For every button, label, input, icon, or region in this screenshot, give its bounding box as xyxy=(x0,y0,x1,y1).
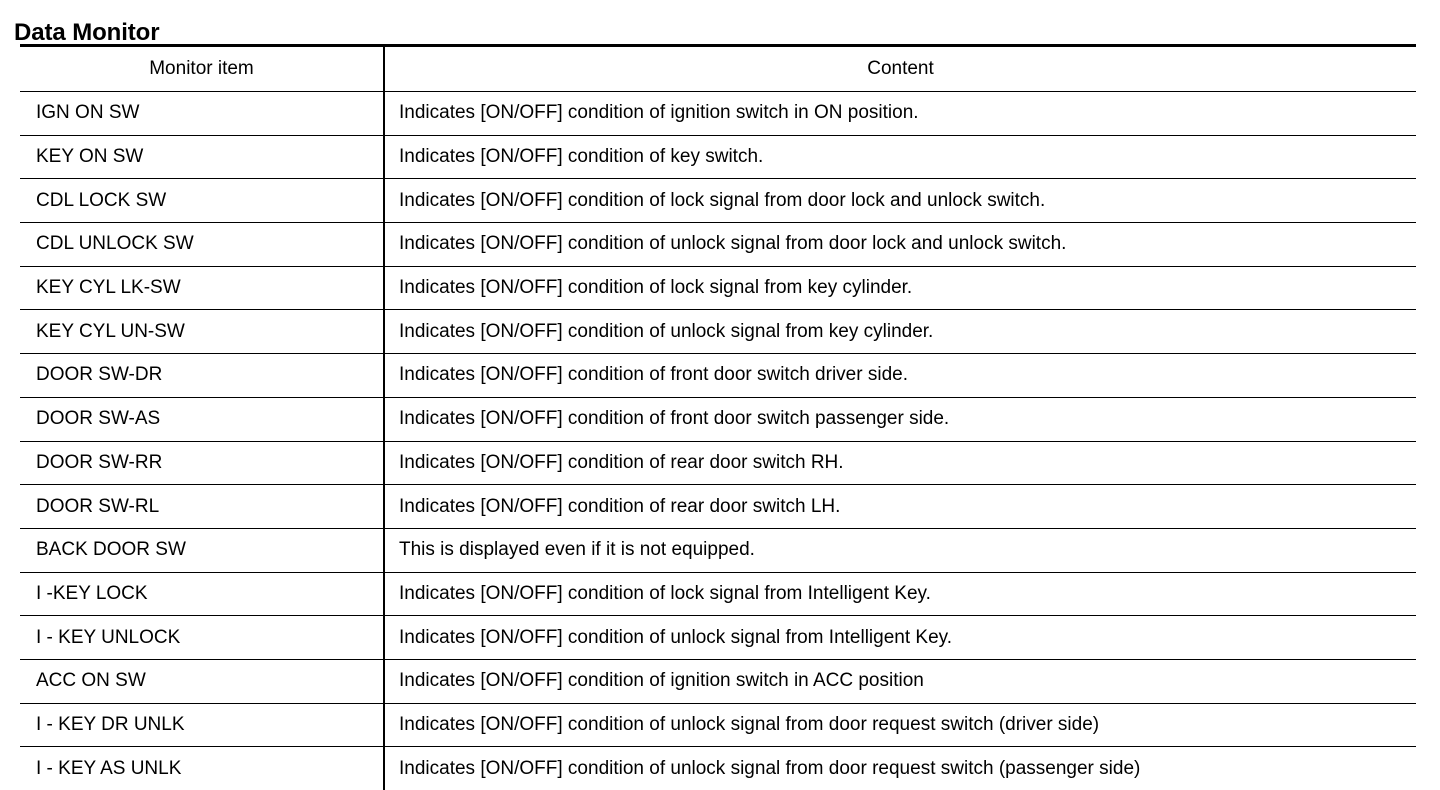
content-description: Indicates [ON/OFF] condition of front do… xyxy=(399,364,908,386)
cell-monitor-item: DOOR SW-RL xyxy=(20,484,385,529)
table-header-row: Monitor item Content xyxy=(20,44,1416,92)
monitor-item-label: I -KEY LOCK xyxy=(36,582,148,604)
cell-monitor-item: CDL UNLOCK SW xyxy=(20,222,385,267)
monitor-item-label: KEY CYL UN-SW xyxy=(36,320,185,342)
monitor-item-label: CDL LOCK SW xyxy=(36,189,167,211)
cell-monitor-item: BACK DOOR SW xyxy=(20,528,385,573)
cell-monitor-item: DOOR SW-DR xyxy=(20,353,385,398)
cell-content: Indicates [ON/OFF] condition of unlock s… xyxy=(384,746,1416,790)
monitor-item-label: DOOR SW-AS xyxy=(36,408,161,430)
table-row: CDL UNLOCK SW Indicates [ON/OFF] conditio… xyxy=(20,222,1416,267)
cell-monitor-item: DOOR SW-RR xyxy=(20,441,385,486)
cell-content: Indicates [ON/OFF] condition of front do… xyxy=(384,353,1416,398)
table-row: KEY CYL LK-SW Indicates [ON/OFF] conditio… xyxy=(20,266,1416,311)
monitor-item-label: IGN ON SW xyxy=(36,102,140,124)
cell-content: Indicates [ON/OFF] condition of unlock s… xyxy=(384,222,1416,267)
content-description: Indicates [ON/OFF] condition of unlock s… xyxy=(399,320,934,342)
column-header-monitor-item-label: Monitor item xyxy=(149,58,254,79)
page-title: Data Monitor xyxy=(14,19,160,47)
column-header-monitor-item: Monitor item xyxy=(20,44,385,92)
data-monitor-table: Monitor item Content IGN ON SW Indicates … xyxy=(20,44,1416,790)
table-row: IGN ON SW Indicates [ON/OFF] condition of… xyxy=(20,91,1416,136)
table-row: KEY ON SW Indicates [ON/OFF] condition of… xyxy=(20,135,1416,180)
cell-monitor-item: KEY CYL LK-SW xyxy=(20,266,385,311)
cell-content: Indicates [ON/OFF] condition of lock sig… xyxy=(384,572,1416,617)
cell-monitor-item: ACC ON SW xyxy=(20,659,385,704)
content-description: Indicates [ON/OFF] condition of ignition… xyxy=(399,670,924,692)
cell-monitor-item: I - KEY UNLOCK xyxy=(20,615,385,660)
table-body: IGN ON SW Indicates [ON/OFF] condition of… xyxy=(20,91,1416,790)
table-row: I - KEY UNLOCK Indicates [ON/OFF] conditi… xyxy=(20,615,1416,660)
content-description: This is displayed even if it is not equi… xyxy=(399,539,755,561)
cell-content: Indicates [ON/OFF] condition of unlock s… xyxy=(384,615,1416,660)
cell-content: Indicates [ON/OFF] condition of ignition… xyxy=(384,91,1416,136)
cell-content: Indicates [ON/OFF] condition of rear doo… xyxy=(384,484,1416,529)
table-row: CDL LOCK SW Indicates [ON/OFF] condition … xyxy=(20,178,1416,224)
monitor-item-label: I - KEY AS UNLK xyxy=(36,757,182,779)
content-description: Indicates [ON/OFF] condition of key swit… xyxy=(399,146,764,168)
table-row: DOOR SW-DR Indicates [ON/OFF] condition o… xyxy=(20,353,1416,398)
table-row: I - KEY DR UNLK Indicates [ON/OFF] condit… xyxy=(20,703,1416,748)
cell-content: Indicates [ON/OFF] condition of unlock s… xyxy=(384,309,1416,355)
content-description: Indicates [ON/OFF] condition of unlock s… xyxy=(399,757,1141,779)
table-row: ACC ON SW Indicates [ON/OFF] condition of… xyxy=(20,659,1416,704)
monitor-item-label: DOOR SW-DR xyxy=(36,364,163,386)
table-row: BACK DOOR SW This is displayed even if it… xyxy=(20,528,1416,573)
monitor-item-label: KEY CYL LK-SW xyxy=(36,277,181,299)
monitor-item-label: DOOR SW-RL xyxy=(36,495,160,517)
column-header-content: Content xyxy=(384,44,1416,92)
content-description: Indicates [ON/OFF] condition of ignition… xyxy=(399,102,919,124)
cell-content: Indicates [ON/OFF] condition of lock sig… xyxy=(384,178,1416,224)
monitor-item-label: BACK DOOR SW xyxy=(36,539,186,561)
monitor-item-label: CDL UNLOCK SW xyxy=(36,233,194,255)
cell-content: Indicates [ON/OFF] condition of lock sig… xyxy=(384,266,1416,311)
table-row: DOOR SW-RL Indicates [ON/OFF] condition o… xyxy=(20,484,1416,529)
table-row: DOOR SW-RR Indicates [ON/OFF] condition o… xyxy=(20,441,1416,486)
cell-content: Indicates [ON/OFF] condition of front do… xyxy=(384,397,1416,442)
cell-monitor-item: I -KEY LOCK xyxy=(20,572,385,617)
monitor-item-label: I - KEY UNLOCK xyxy=(36,626,181,648)
cell-content: Indicates [ON/OFF] condition of rear doo… xyxy=(384,441,1416,486)
content-description: Indicates [ON/OFF] condition of rear doo… xyxy=(399,495,841,517)
table-row: I -KEY LOCK Indicates [ON/OFF] condition … xyxy=(20,572,1416,617)
cell-monitor-item: I - KEY AS UNLK xyxy=(20,746,385,790)
table-row: DOOR SW-AS Indicates [ON/OFF] condition o… xyxy=(20,397,1416,442)
cell-monitor-item: IGN ON SW xyxy=(20,91,385,136)
content-description: Indicates [ON/OFF] condition of unlock s… xyxy=(399,713,1100,735)
cell-content: This is displayed even if it is not equi… xyxy=(384,528,1416,573)
cell-content: Indicates [ON/OFF] condition of unlock s… xyxy=(384,703,1416,748)
table-row: I - KEY AS UNLK Indicates [ON/OFF] condit… xyxy=(20,746,1416,790)
cell-content: Indicates [ON/OFF] condition of key swit… xyxy=(384,135,1416,180)
cell-monitor-item: CDL LOCK SW xyxy=(20,178,385,224)
content-description: Indicates [ON/OFF] condition of lock sig… xyxy=(399,277,913,299)
table-row: KEY CYL UN-SW Indicates [ON/OFF] conditio… xyxy=(20,309,1416,355)
column-header-content-label: Content xyxy=(867,58,934,79)
content-description: Indicates [ON/OFF] condition of rear doo… xyxy=(399,451,844,473)
cell-monitor-item: I - KEY DR UNLK xyxy=(20,703,385,748)
cell-monitor-item: DOOR SW-AS xyxy=(20,397,385,442)
content-description: Indicates [ON/OFF] condition of unlock s… xyxy=(399,233,1067,255)
monitor-item-label: DOOR SW-RR xyxy=(36,451,163,473)
monitor-item-label: KEY ON SW xyxy=(36,146,144,168)
monitor-item-label: ACC ON SW xyxy=(36,670,146,692)
content-description: Indicates [ON/OFF] condition of front do… xyxy=(399,408,950,430)
content-description: Indicates [ON/OFF] condition of lock sig… xyxy=(399,189,1046,211)
cell-monitor-item: KEY ON SW xyxy=(20,135,385,180)
table-header: Monitor item Content xyxy=(20,44,1416,92)
cell-monitor-item: KEY CYL UN-SW xyxy=(20,309,385,355)
content-description: Indicates [ON/OFF] condition of unlock s… xyxy=(399,626,953,648)
monitor-item-label: I - KEY DR UNLK xyxy=(36,713,185,735)
data-monitor-table-wrapper: Monitor item Content IGN ON SW Indicates … xyxy=(20,44,1416,790)
content-description: Indicates [ON/OFF] condition of lock sig… xyxy=(399,582,931,604)
cell-content: Indicates [ON/OFF] condition of ignition… xyxy=(384,659,1416,704)
